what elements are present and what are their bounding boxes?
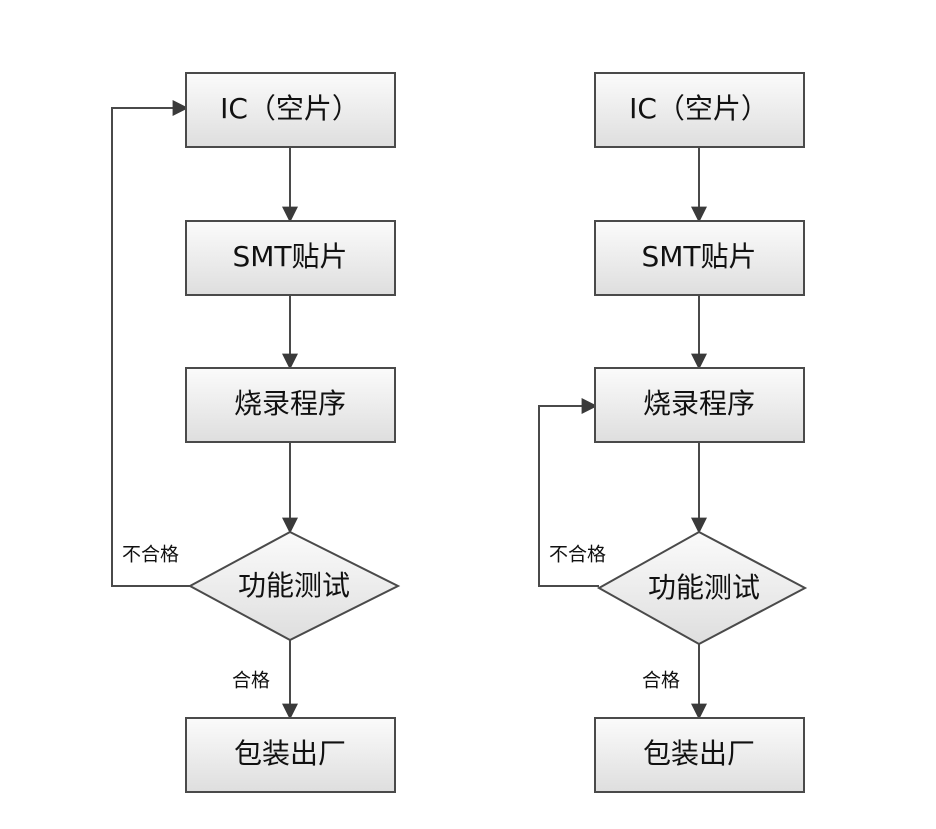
connectors-left xyxy=(111,100,298,720)
node-label: SMT贴片 xyxy=(232,240,347,273)
node-label: IC（空片） xyxy=(629,92,769,125)
node-label: 功能测试 xyxy=(648,571,760,604)
node-label: 功能测试 xyxy=(238,569,350,602)
arrow-fail-loop xyxy=(538,398,599,587)
flowchart-left: IC（空片） SMT贴片 烧录程序 功能测试 包装出厂 不合格 合格 xyxy=(111,72,401,793)
node-test: 功能测试 xyxy=(187,530,401,642)
node-label: 包装出厂 xyxy=(234,737,346,770)
node-ic: IC（空片） xyxy=(185,72,396,148)
node-smt: SMT贴片 xyxy=(185,220,396,296)
node-label: 烧录程序 xyxy=(643,387,755,420)
node-ic: IC（空片） xyxy=(594,72,805,148)
connectors-right xyxy=(538,147,707,720)
node-pack: 包装出厂 xyxy=(185,717,396,793)
node-burn: 烧录程序 xyxy=(594,367,805,443)
edge-label-fail: 不合格 xyxy=(549,544,606,566)
node-burn: 烧录程序 xyxy=(185,367,396,443)
node-label: IC（空片） xyxy=(220,92,360,125)
edge-label-fail: 不合格 xyxy=(122,544,179,566)
node-smt: SMT贴片 xyxy=(594,220,805,296)
arrow-fail-loop xyxy=(111,100,190,587)
node-test: 功能测试 xyxy=(596,530,808,646)
node-label: 烧录程序 xyxy=(234,387,346,420)
node-label: SMT贴片 xyxy=(641,240,756,273)
node-pack: 包装出厂 xyxy=(594,717,805,793)
node-label: 包装出厂 xyxy=(643,737,755,770)
flowchart-right: IC（空片） SMT贴片 烧录程序 功能测试 包装出厂 不合格 合格 xyxy=(538,72,808,793)
edge-label-pass: 合格 xyxy=(232,670,270,692)
edge-label-pass: 合格 xyxy=(642,670,680,692)
